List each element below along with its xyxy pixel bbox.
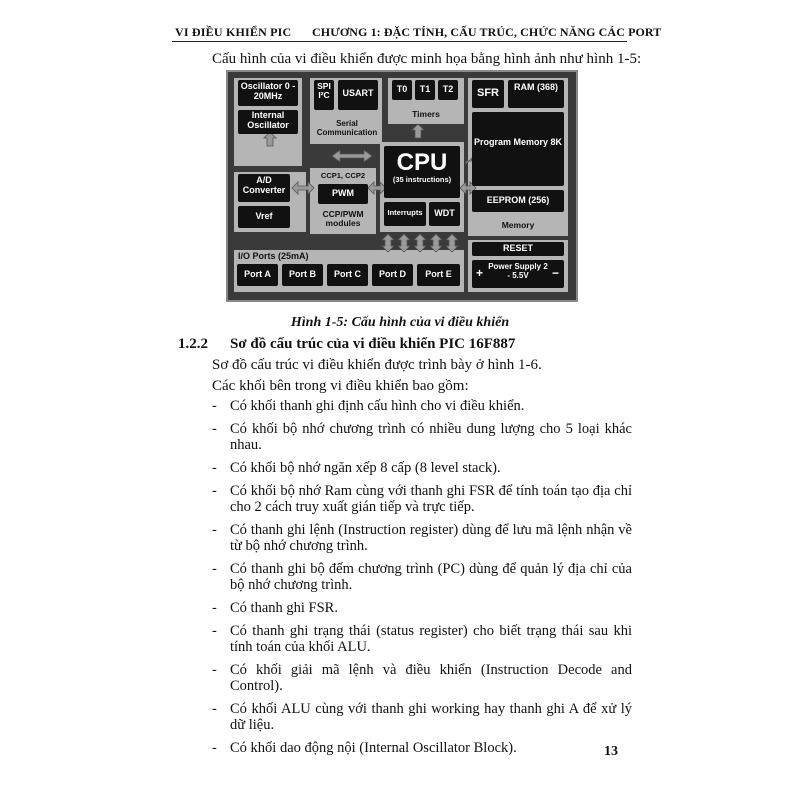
minus-symbol: − <box>551 266 559 280</box>
bullet-dash: - <box>212 740 217 756</box>
arrow-timers <box>411 123 425 139</box>
memory-label: Memory <box>501 220 535 230</box>
header-rule <box>172 41 627 42</box>
eeprom-block: EEPROM (256) <box>472 190 564 212</box>
running-header-right: CHƯƠNG 1: ĐẶC TÍNH, CẤU TRÚC, CHỨC NĂNG … <box>312 25 662 39</box>
spi-i2c-block: SPI I²C <box>314 80 334 110</box>
list-item: -Có khối bộ nhớ chương trình có nhiều du… <box>212 421 632 453</box>
bullet-dash: - <box>212 483 217 499</box>
list-item: -Có khối bộ nhớ Ram cùng với thanh ghi F… <box>212 483 632 515</box>
list-item-text: Có khối bộ nhớ chương trình có nhiều dun… <box>230 421 632 453</box>
bullet-dash: - <box>212 398 217 414</box>
io-ports-label: I/O Ports (25mA) <box>238 251 309 261</box>
pwm-block: PWM <box>318 184 368 204</box>
usart-block: USART <box>338 80 378 110</box>
intro-text: Cấu hình của vi điều khiển được minh họa… <box>212 51 642 67</box>
ccp-label: CCP1, CCP2 <box>320 171 366 180</box>
program-memory-block: Program Memory 8K <box>472 112 564 186</box>
ad-converter-block: A/D Converter <box>238 174 290 202</box>
list-item-text: Có khối giải mã lệnh và điều khiển (Inst… <box>230 662 632 694</box>
ccp-pwm-label: CCP/PWM modules <box>322 209 364 229</box>
port-c: Port C <box>327 264 368 286</box>
arrow-osc <box>263 131 277 147</box>
timer-t1: T1 <box>415 80 435 100</box>
list-item-text: Có thanh ghi trạng thái (status register… <box>230 623 632 655</box>
bullet-dash: - <box>212 522 217 538</box>
running-header-left: VI ĐIỀU KHIỂN PIC <box>175 25 292 39</box>
timer-t0: T0 <box>392 80 412 100</box>
bullet-list: -Có khối thanh ghi định cấu hình cho vi … <box>212 398 632 763</box>
internal-oscillator-block: Internal Oscillator <box>238 110 298 134</box>
list-item-text: Có thanh ghi FSR. <box>230 600 338 616</box>
list-item-text: Có khối ALU cùng với thanh ghi working h… <box>230 701 632 733</box>
port-e: Port E <box>417 264 460 286</box>
section-number: 1.2.2 <box>178 336 208 352</box>
bullet-dash: - <box>212 662 217 678</box>
power-supply-label: Power Supply 2 - 5.5V <box>488 262 548 280</box>
list-item-text: Có thanh ghi bộ đếm chương trình (PC) dù… <box>230 561 632 593</box>
spi-label: SPI <box>317 81 331 91</box>
power-supply-block: + Power Supply 2 - 5.5V − <box>472 260 564 288</box>
list-item: -Có thanh ghi FSR. <box>212 600 632 616</box>
list-item-text: Có thanh ghi lệnh (Instruction register)… <box>230 522 632 554</box>
oscillator-block: Oscillator 0 - 20MHz <box>238 80 298 106</box>
arrow-bus-5 <box>445 233 459 253</box>
paragraph-2: Các khối bên trong vi điều khiển bao gồm… <box>212 378 469 394</box>
arrow-bus-4 <box>429 233 443 253</box>
list-item: -Có khối bộ nhớ ngăn xếp 8 cấp (8 level … <box>212 460 632 476</box>
list-item: -Có khối thanh ghi định cấu hình cho vi … <box>212 398 632 414</box>
bullet-dash: - <box>212 600 217 616</box>
list-item: -Có khối giải mã lệnh và điều khiển (Ins… <box>212 662 632 694</box>
pic-configuration-figure: Oscillator 0 - 20MHz Internal Oscillator… <box>228 72 576 300</box>
sfr-block: SFR <box>472 80 504 108</box>
cpu-label: CPU <box>396 149 448 176</box>
list-item-text: Có khối bộ nhớ Ram cùng với thanh ghi FS… <box>230 483 632 515</box>
cpu-block: CPU (35 instructions) <box>384 146 460 198</box>
arrow-bus-1 <box>381 233 395 253</box>
ram-block: RAM (368) <box>508 80 564 108</box>
reset-block: RESET <box>472 242 564 256</box>
port-d: Port D <box>372 264 413 286</box>
figure-caption: Hình 1-5: Cấu hình của vi điều khiển <box>290 315 510 330</box>
paragraph-1: Sơ đồ cấu trúc vi điều khiển được trình … <box>212 357 542 373</box>
wdt-block: WDT <box>429 202 460 226</box>
vref-block: Vref <box>238 206 290 228</box>
bullet-dash: - <box>212 701 217 717</box>
list-item: -Có thanh ghi bộ đếm chương trình (PC) d… <box>212 561 632 593</box>
timer-t2: T2 <box>438 80 458 100</box>
list-item: -Có khối ALU cùng với thanh ghi working … <box>212 701 632 733</box>
list-item: -Có thanh ghi trạng thái (status registe… <box>212 623 632 655</box>
bullet-dash: - <box>212 421 217 437</box>
cpu-instructions: (35 instructions) <box>392 175 452 184</box>
arrow-bus-3 <box>413 233 427 253</box>
list-item-text: Có khối bộ nhớ ngăn xếp 8 cấp (8 level s… <box>230 460 501 476</box>
list-item: -Có khối dao động nội (Internal Oscillat… <box>212 740 632 756</box>
list-item: -Có thanh ghi lệnh (Instruction register… <box>212 522 632 554</box>
timers-label: Timers <box>412 109 440 119</box>
serial-communication-label: Serial Communication <box>316 119 378 137</box>
interrupts-block: Interrupts <box>384 202 426 226</box>
port-a: Port A <box>237 264 278 286</box>
list-item-text: Có khối thanh ghi định cấu hình cho vi đ… <box>230 398 525 414</box>
bullet-dash: - <box>212 623 217 639</box>
plus-symbol: + <box>476 266 484 280</box>
arrow-serial <box>331 149 373 163</box>
section-title: Sơ đồ cấu trúc của vi điều khiển PIC 16F… <box>230 336 516 352</box>
arrow-bus-2 <box>397 233 411 253</box>
i2c-label: I²C <box>318 90 330 101</box>
bullet-dash: - <box>212 460 217 476</box>
port-b: Port B <box>282 264 323 286</box>
arrow-adc <box>291 181 315 195</box>
bullet-dash: - <box>212 561 217 577</box>
list-item-text: Có khối dao động nội (Internal Oscillato… <box>230 740 517 756</box>
page-number: 13 <box>604 744 618 759</box>
